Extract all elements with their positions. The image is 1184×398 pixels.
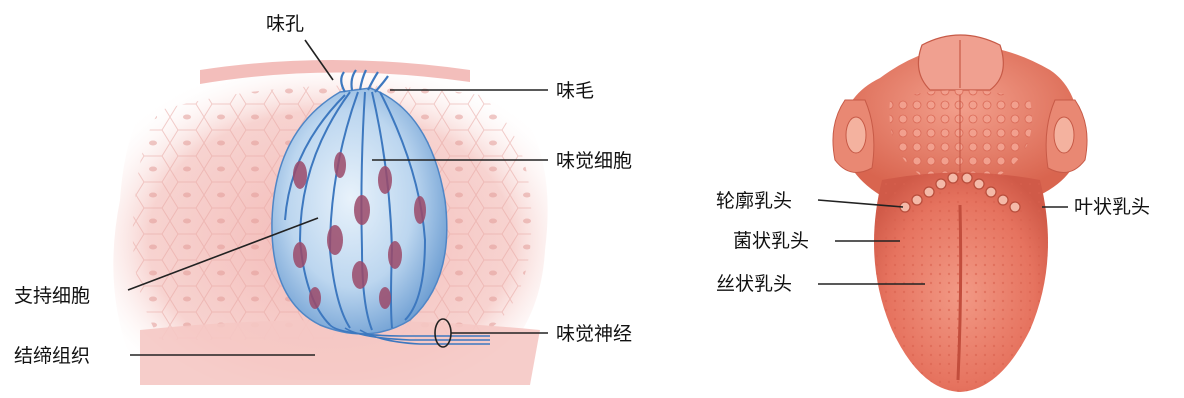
tongue-illustration [833,35,1087,392]
label-taste-hair: 味毛 [556,80,594,102]
label-taste-cell: 味觉细胞 [556,150,632,172]
epiglottis [918,35,1003,90]
label-taste-pore: 味孔 [266,13,304,35]
label-connective-tissue: 结缔组织 [14,345,90,367]
lingual-tonsil [889,90,1032,175]
right-tonsil [1054,117,1074,153]
left-tonsil [846,117,866,153]
label-supporting-cell: 支持细胞 [14,285,90,307]
label-taste-nerve: 味觉神经 [556,323,632,345]
label-filiform-papillae: 丝状乳头 [716,273,792,295]
label-fungiform-papillae: 菌状乳头 [733,230,809,252]
label-circumvallate-papillae: 轮廓乳头 [716,190,792,212]
label-foliate-papillae: 叶状乳头 [1074,196,1150,218]
taste-bud-illustration [113,60,547,385]
